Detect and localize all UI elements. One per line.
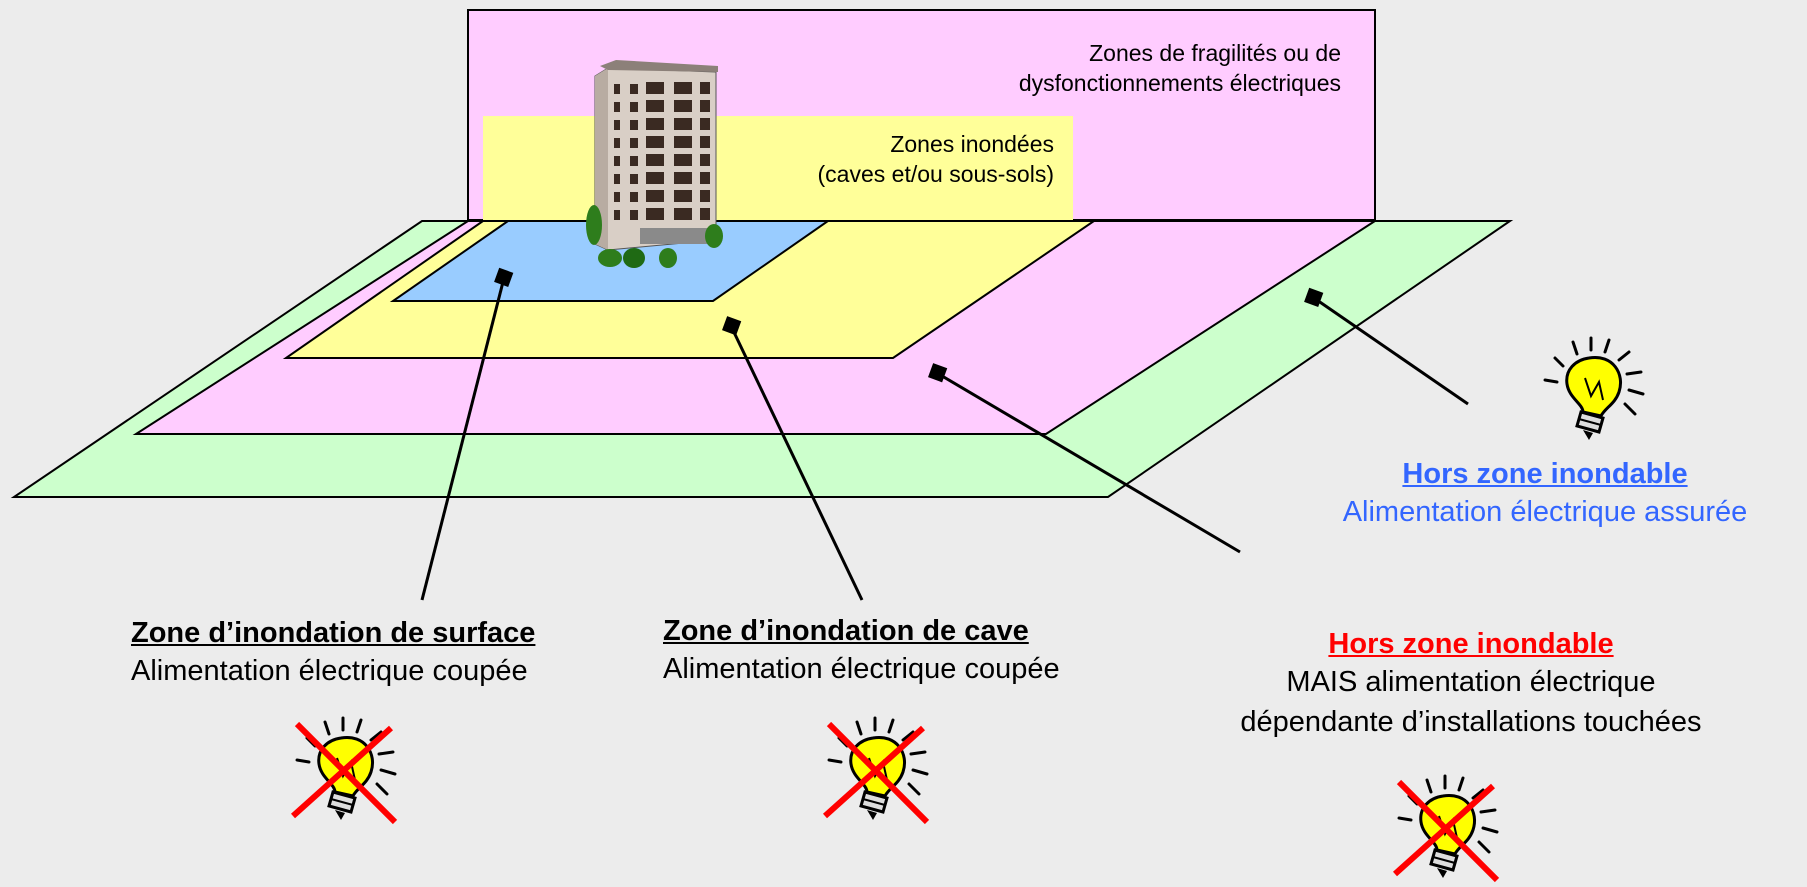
safe-pointer-line: [1313, 296, 1469, 406]
flooded-zone-label-line1: Zones inondées: [890, 131, 1054, 157]
surface-lightbulb-crossed-icon: [293, 716, 395, 822]
fragility-zone-label: Zones de fragilités ou de dysfonctionnem…: [1019, 38, 1341, 98]
safe-zone-title: Hors zone inondable: [1402, 458, 1688, 490]
apartment-building-icon: [586, 60, 723, 268]
surface-zone-desc: Alimentation électrique coupée: [131, 655, 528, 687]
cave-zone-caption: Zone d’inondation de cave Alimentation é…: [663, 613, 1060, 689]
surface-pointer-marker: [494, 267, 514, 287]
flooded-zone-label-line2: (caves et/ou sous-sols): [817, 161, 1054, 187]
safe-lightbulb-lit-icon: [1543, 336, 1645, 442]
flooded-zone-label: Zones inondées (caves et/ou sous-sols): [818, 129, 1054, 189]
cave-zone-desc: Alimentation électrique coupée: [663, 653, 1060, 685]
dependent-zone-caption: Hors zone inondable MAIS alimentation él…: [1182, 626, 1760, 742]
dependent-zone-title: Hors zone inondable: [1328, 628, 1614, 660]
dependent-zone-desc-line1: MAIS alimentation électrique: [1286, 666, 1656, 698]
cave-lightbulb-crossed-icon: [825, 716, 927, 822]
dependent-zone-desc-line2: dépendante d’installations touchées: [1240, 706, 1702, 738]
fragility-zone-label-line1: Zones de fragilités ou de: [1089, 40, 1341, 66]
cave-zone-title: Zone d’inondation de cave: [663, 615, 1029, 647]
dependent-lightbulb-crossed-icon: [1395, 774, 1497, 880]
dependent-pointer-line: [936, 371, 1241, 554]
cave-pointer-marker: [722, 316, 742, 336]
surface-zone-title: Zone d’inondation de surface: [131, 617, 536, 649]
dependent-pointer-marker: [928, 363, 948, 383]
surface-zone-caption: Zone d’inondation de surface Alimentatio…: [131, 615, 535, 691]
safe-pointer-marker: [1304, 287, 1324, 307]
fragility-zone-label-line2: dysfonctionnements électriques: [1018, 70, 1341, 96]
safe-zone-caption: Hors zone inondable Alimentation électri…: [1290, 456, 1800, 532]
cave-pointer-line: [729, 325, 864, 601]
surface-pointer-line: [420, 277, 506, 601]
safe-zone-desc: Alimentation électrique assurée: [1342, 496, 1748, 528]
flooded-zone-wall: [483, 116, 1073, 220]
